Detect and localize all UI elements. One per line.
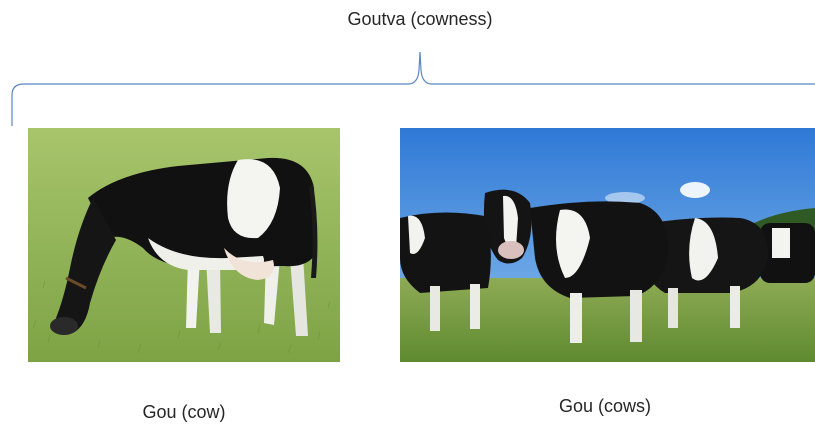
diagram-title: Goutva (cowness) [347,9,493,29]
caption-herd-of-cows: Gou (cows) [558,396,652,416]
photo-single-cow [28,128,340,362]
caption-single-cow: Gou (cow) [142,402,226,422]
photo-herd-of-cows [400,128,815,362]
